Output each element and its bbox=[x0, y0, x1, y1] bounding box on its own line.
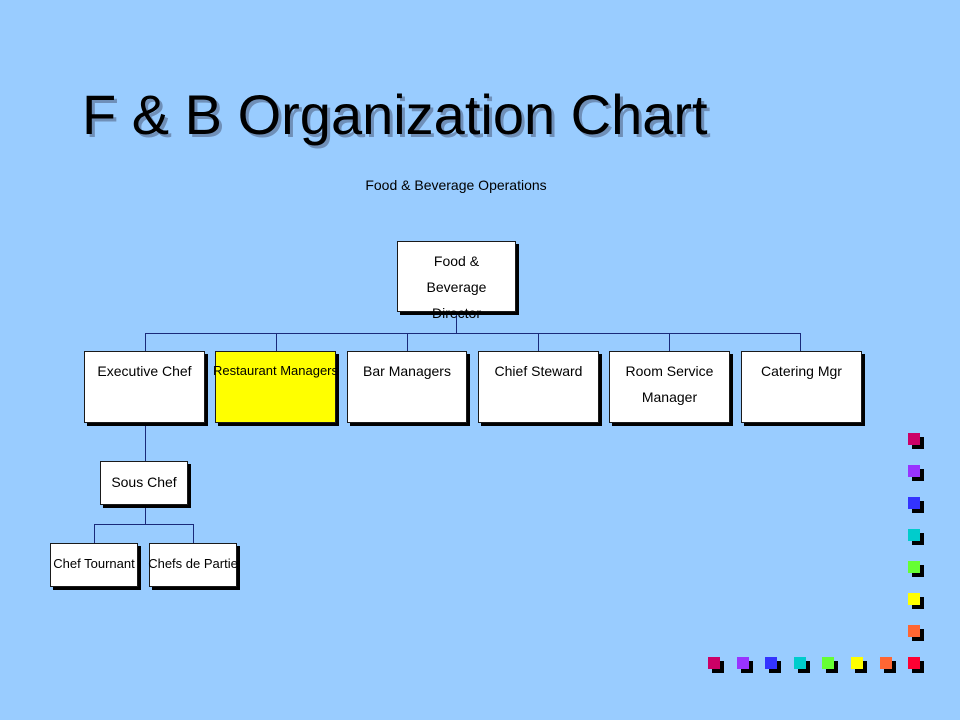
decorative-square bbox=[908, 593, 920, 605]
connector-executive-chef bbox=[145, 333, 146, 351]
decorative-square bbox=[708, 657, 720, 669]
connector-catering bbox=[800, 333, 801, 351]
decorative-square bbox=[908, 529, 920, 541]
decorative-square bbox=[765, 657, 778, 669]
decorative-square bbox=[908, 561, 920, 573]
decorative-square bbox=[793, 657, 806, 669]
org-node-room-service-manager: Room Service Manager bbox=[609, 351, 730, 423]
decorative-square bbox=[908, 497, 920, 509]
connector-chef-tournant bbox=[94, 524, 95, 543]
org-node-label: Bar Managers bbox=[363, 363, 451, 379]
org-node-bar-managers: Bar Managers bbox=[347, 351, 467, 423]
connector-chief-steward bbox=[538, 333, 539, 351]
decorative-square bbox=[908, 465, 920, 477]
org-node-chef-tournant: Chef Tournant bbox=[50, 543, 138, 587]
org-node-executive-chef: Executive Chef bbox=[84, 351, 205, 423]
connector-horizontal-bus bbox=[145, 333, 801, 334]
slide-title: F & B Organization Chart bbox=[82, 83, 708, 146]
org-node-label: Executive Chef bbox=[97, 363, 192, 379]
org-node-label: Sous Chef bbox=[111, 474, 177, 490]
org-node-label: Restaurant Managers bbox=[213, 363, 339, 378]
connector-sous-down bbox=[145, 505, 146, 524]
decorative-square bbox=[908, 625, 920, 637]
org-node-label: Food & Beverage Director bbox=[426, 253, 487, 321]
connector-room-service bbox=[669, 333, 670, 351]
org-node-restaurant-managers: Restaurant Managers bbox=[213, 351, 338, 423]
decorative-square bbox=[822, 657, 835, 669]
connector-bar-managers bbox=[407, 333, 408, 351]
org-node-catering-mgr: Catering Mgr bbox=[741, 351, 862, 423]
connector-director-down bbox=[456, 312, 457, 333]
org-node-label: Chefs de Partie bbox=[148, 556, 238, 571]
org-node-label: Catering Mgr bbox=[761, 363, 842, 379]
org-node-director: Food & Beverage Director bbox=[397, 241, 516, 321]
connector-chefs-de-partie bbox=[193, 524, 194, 543]
decorative-square bbox=[908, 657, 921, 669]
connector-exec-to-sous bbox=[145, 423, 146, 461]
decorative-square bbox=[879, 657, 892, 669]
decorative-square bbox=[736, 657, 749, 669]
org-node-chefs-de-partie: Chefs de Partie bbox=[148, 543, 238, 587]
org-node-label: Room Service Manager bbox=[625, 363, 714, 405]
org-node-label: Chief Steward bbox=[494, 363, 583, 379]
org-node-label: Chef Tournant bbox=[53, 556, 135, 571]
decorative-square bbox=[908, 433, 920, 445]
connector-restaurant-managers bbox=[276, 333, 277, 351]
org-node-sous-chef: Sous Chef bbox=[100, 461, 188, 505]
decorative-square bbox=[851, 657, 863, 669]
chart-heading: Food & Beverage Operations bbox=[365, 177, 547, 193]
org-node-chief-steward: Chief Steward bbox=[478, 351, 599, 423]
connector-sous-bus bbox=[94, 524, 194, 525]
